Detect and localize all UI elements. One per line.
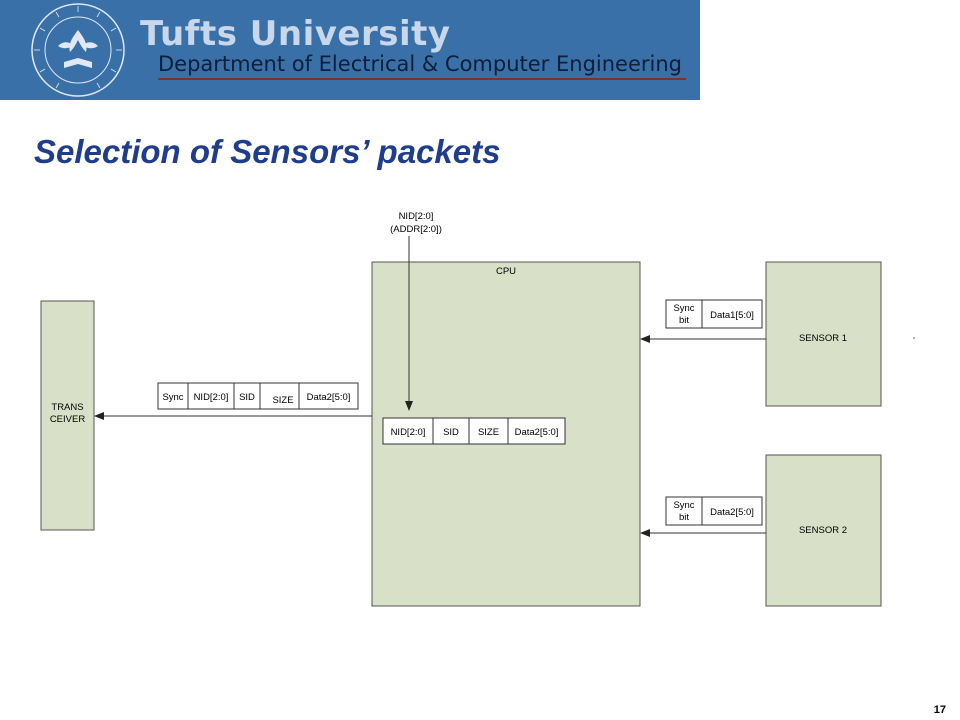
tx-packet-size: SIZE xyxy=(272,395,293,406)
sensor1-sync-line2: bit xyxy=(679,315,689,326)
tx-packet: Sync NID[2:0] SID SIZE Data2[5:0] xyxy=(157,382,359,410)
cpu-packet-nid: NID[2:0] xyxy=(391,427,426,438)
sensor1-sync-line1: Sync xyxy=(673,303,694,314)
sensor1-label: SENSOR 1 xyxy=(799,333,847,344)
cpu-packet-sid: SID xyxy=(443,427,459,438)
page-number: 17 xyxy=(933,704,946,716)
tx-packet-sid: SID xyxy=(239,392,255,403)
sensor1-block: SENSOR 1 xyxy=(765,261,882,407)
sensor1-packet: Sync bit Data1[5:0] xyxy=(665,299,763,329)
transceiver-label-line1: TRANS xyxy=(51,402,83,413)
cpu-packet-data: Data2[5:0] xyxy=(515,427,559,438)
university-seal-icon xyxy=(31,3,125,97)
tx-packet-nid: NID[2:0] xyxy=(194,392,229,403)
sensor2-packet: Sync bit Data2[5:0] xyxy=(665,496,763,526)
cpu-label: CPU xyxy=(496,266,516,277)
sensor1-data-field: Data1[5:0] xyxy=(710,310,754,321)
cpu-packet: NID[2:0] SID SIZE Data2[5:0] xyxy=(382,417,566,445)
sensor2-block: SENSOR 2 xyxy=(765,454,882,607)
nid-input-label-line1: NID[2:0] xyxy=(399,211,434,222)
sensor2-sync-line2: bit xyxy=(679,512,689,523)
transceiver-label-line2: CEIVER xyxy=(50,414,86,425)
tx-packet-sync: Sync xyxy=(162,392,183,403)
cpu-packet-size: SIZE xyxy=(478,427,499,438)
stray-dot xyxy=(913,337,915,339)
sensor2-label: SENSOR 2 xyxy=(799,525,847,536)
slide-title: Selection of Sensors’ packets xyxy=(34,133,501,170)
header-banner: Tufts University Department of Electrica… xyxy=(0,0,700,100)
sensor2-data-field: Data2[5:0] xyxy=(710,507,754,518)
tx-packet-data: Data2[5:0] xyxy=(307,392,351,403)
transceiver-block: TRANS CEIVER xyxy=(40,300,95,531)
nid-input-label-line2: (ADDR[2:0]) xyxy=(390,224,442,235)
university-name: Tufts University xyxy=(140,14,451,54)
department-name: Department of Electrical & Computer Engi… xyxy=(158,52,686,80)
sensor2-sync-line1: Sync xyxy=(673,500,694,511)
